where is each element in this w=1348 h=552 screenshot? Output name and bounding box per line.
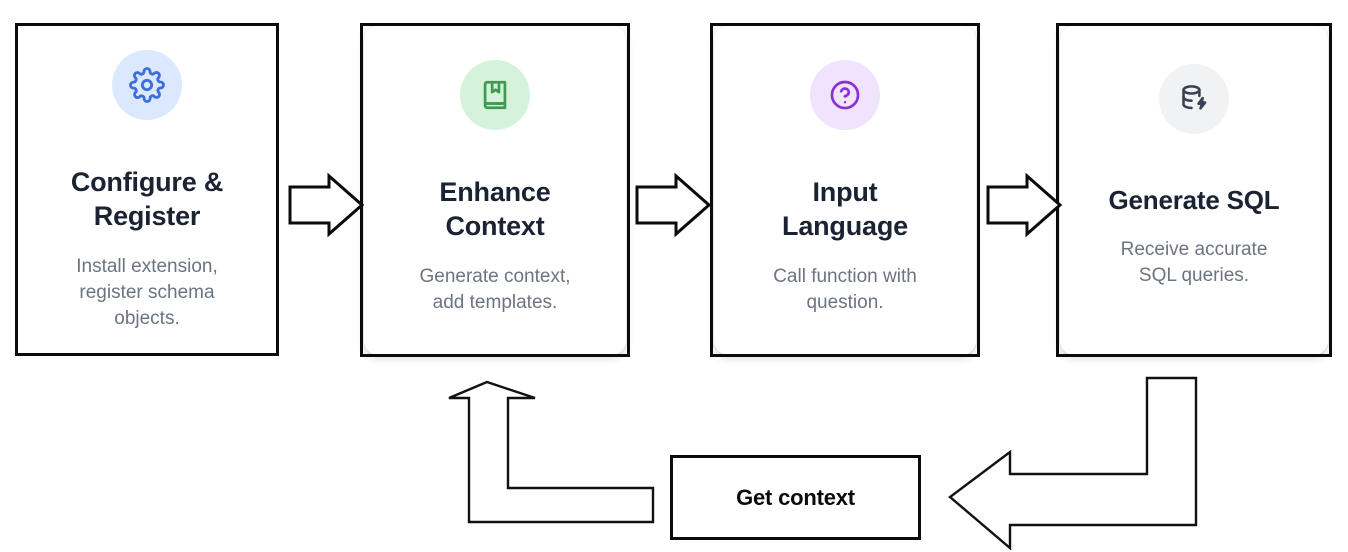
gear-icon — [112, 50, 182, 120]
step-card-input-language[interactable]: Input Language Call function with questi… — [714, 26, 976, 355]
step-title-line1: Configure & — [70, 167, 224, 197]
step-desc-line1: Generate context, — [419, 265, 571, 287]
arrow-step3-to-step4-icon — [986, 172, 1063, 238]
step-title-line2: Context — [445, 210, 545, 241]
step-card-generate-sql[interactable]: Generate SQL Receive accurate SQL querie… — [1060, 26, 1328, 355]
step-title-line2: Register — [93, 200, 201, 231]
step-desc-line3: objects. — [114, 307, 180, 329]
step-title: Generate SQL — [1109, 184, 1280, 217]
question-circle-icon — [810, 60, 880, 130]
step-title-line1: Input — [812, 177, 878, 207]
step-desc-line1: Receive accurate — [1120, 238, 1268, 260]
step-title: Input Language — [782, 176, 908, 244]
step-desc-line2: question. — [806, 291, 884, 313]
step-title-line2: Language — [782, 210, 908, 241]
arrow-step2-to-step3-icon — [635, 172, 712, 238]
step-title-line1: Enhance — [439, 177, 551, 207]
step-card-configure-register[interactable]: Configure & Register Install extension, … — [15, 23, 279, 356]
book-bookmark-icon — [460, 60, 530, 130]
step-description: Generate context, add templates. — [419, 264, 570, 316]
step-desc-line1: Call function with — [773, 265, 917, 287]
step-title: Enhance Context — [439, 176, 550, 244]
step-desc-line2: SQL queries. — [1138, 264, 1250, 286]
step-description: Receive accurate SQL queries. — [1121, 237, 1268, 289]
feedback-arrow-from-step4-icon — [948, 376, 1198, 551]
step-desc-line2: register schema — [79, 281, 215, 303]
arrow-step1-to-step2-icon — [288, 172, 365, 238]
step-desc-line2: add templates. — [432, 291, 558, 313]
step-description: Call function with question. — [773, 264, 917, 316]
get-context-box[interactable]: Get context — [670, 455, 921, 540]
get-context-label: Get context — [736, 484, 855, 510]
step-desc-line1: Install extension, — [76, 255, 218, 277]
feedback-arrow-to-step2-icon — [448, 380, 655, 524]
step-title: Configure & Register — [71, 166, 223, 234]
database-bolt-icon — [1159, 64, 1229, 134]
step-title-line1: Generate SQL — [1108, 185, 1280, 215]
step-description: Install extension, register schema objec… — [76, 254, 218, 333]
step-card-enhance-context[interactable]: Enhance Context Generate context, add te… — [364, 26, 626, 355]
